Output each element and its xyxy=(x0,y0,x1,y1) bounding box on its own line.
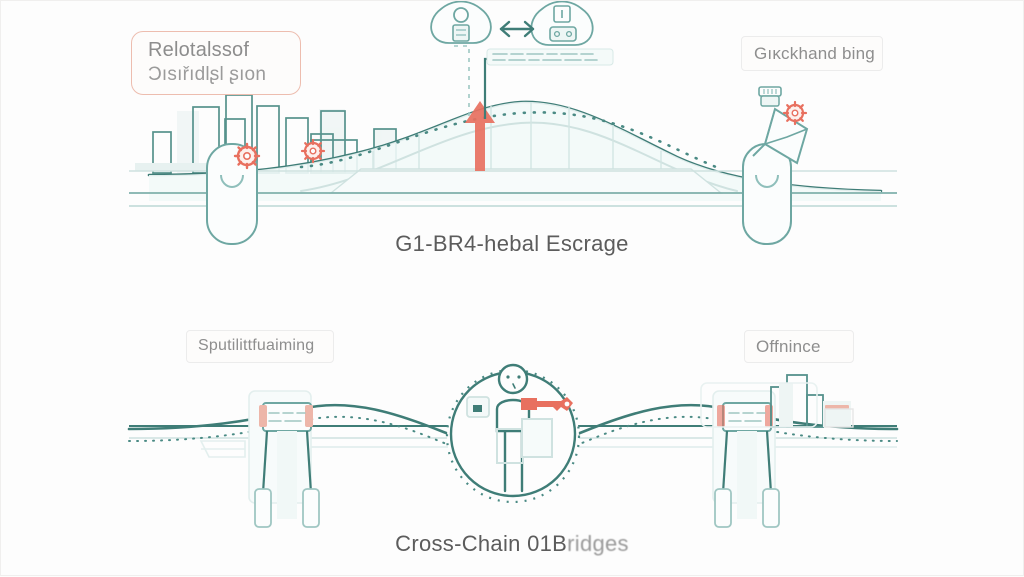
caption-bottom-prefix: Cross-Chain 01B xyxy=(395,531,568,556)
small-card-icon xyxy=(466,396,490,418)
server-tower-icon-left xyxy=(248,390,320,528)
server-tower-icon-right xyxy=(712,390,780,528)
label-chip-split: Sputilittfuaiming xyxy=(186,330,334,363)
left-node-ghost-platform xyxy=(199,440,246,458)
small-server-icon xyxy=(758,86,782,107)
label-relay-line2: Ɔısıřıdlʂl ʂıon xyxy=(148,64,267,86)
label-chip-relay: Relotalssof Ɔısıřıdlʂl ʂıon xyxy=(131,31,301,95)
person-badge-icon xyxy=(430,1,492,44)
pylon-left xyxy=(206,143,258,245)
label-split-text: Sputilittfuaiming xyxy=(198,337,315,355)
gear-icon-left xyxy=(233,142,261,170)
gear-icon-mid xyxy=(300,138,326,164)
label-quick-text: Gıĸckhand bing xyxy=(754,43,875,63)
key-icon xyxy=(521,397,573,411)
label-relay-line1: Relotalssof xyxy=(148,39,250,62)
skyline-bottom-accent xyxy=(824,405,854,428)
left-ground xyxy=(135,163,237,171)
caption-bottom-panel: Cross-Chain 01Bridges xyxy=(1,531,1023,557)
bidirectional-arrow-icon xyxy=(499,20,535,38)
caption-top-text: G1-BR4-hebal Eѕcrage xyxy=(395,231,629,256)
up-arrow-icon xyxy=(465,101,495,171)
caption-bottom-suffix: ridges xyxy=(567,531,629,556)
micro-text-bar xyxy=(486,48,614,66)
bottom-panel-illustration xyxy=(127,363,899,528)
gear-icon-right xyxy=(782,100,808,126)
connector-stem-dashed xyxy=(453,45,470,116)
person-icon xyxy=(495,363,553,493)
top-panel-illustration xyxy=(129,1,897,245)
envelope-icon xyxy=(752,107,809,165)
pylon-right xyxy=(742,143,792,245)
label-chip-off: Offnince xyxy=(744,330,854,363)
server-badge-icon xyxy=(530,1,594,46)
caption-top-panel: G1-BR4-hebal Eѕcrage xyxy=(1,231,1023,257)
label-chip-quick: Gıĸckhand bing xyxy=(741,36,883,71)
label-off-text: Offnince xyxy=(756,336,821,356)
bottom-ghost-frame xyxy=(700,382,818,428)
